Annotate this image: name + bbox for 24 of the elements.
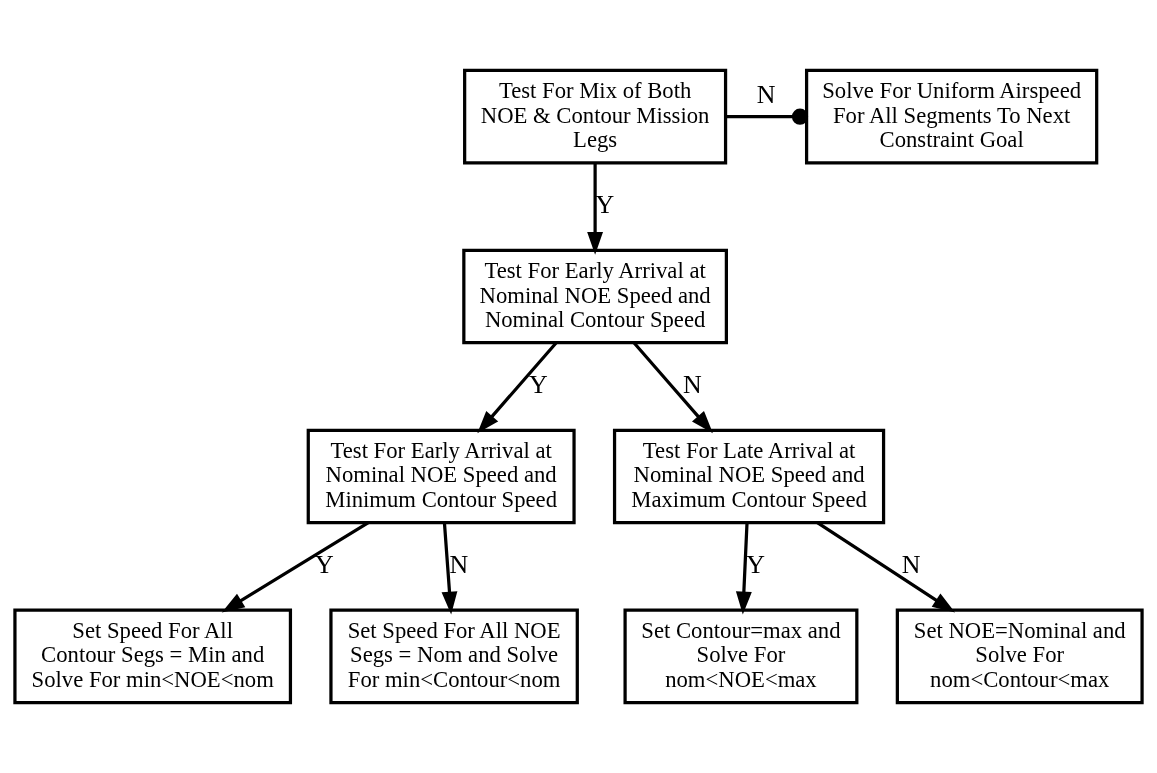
arrow [477,341,558,434]
node-box: Set Contour=max and Solve For nom<NOE<max [623,608,859,705]
edge-label: N [682,369,702,399]
node-box: Test For Late Arrival at Nominal NOE Speed and Maximum Contour Speed [612,428,886,525]
node-box: Set Speed For All NOE Segs = Nom and Solve For min<Contour<nom [329,608,579,705]
arrow [587,162,604,255]
node-box: Solve For Uniform Airspeed For All Segments To Next Constraint Goal [805,68,1099,165]
connector [725,108,809,125]
edge-label: Y [529,369,548,399]
arrow [441,522,458,615]
edge-label: N [756,80,776,110]
node-box: Test For Early Arrival at Nominal NOE Speed and Minimum Contour Speed [306,428,576,525]
node-box: Set Speed For All Contour Segs = Min and Solve For min<NOE<nom [13,608,293,705]
arrow [735,522,752,615]
node-box: Test For Early Arrival at Nominal NOE Speed and Nominal Contour Speed [462,248,728,345]
edge-label: Y [315,549,334,579]
node-box: Test For Mix of Both NOE & Contour Mission Legs [463,68,728,165]
arrow [632,341,713,434]
arrow [816,521,956,613]
edge-label: N [449,549,469,579]
arrow [221,521,370,613]
edge-label: Y [746,549,765,579]
edge-label: N [901,549,921,579]
node-box: Set NOE=Nominal and Solve For nom<Contour<max [895,608,1144,705]
